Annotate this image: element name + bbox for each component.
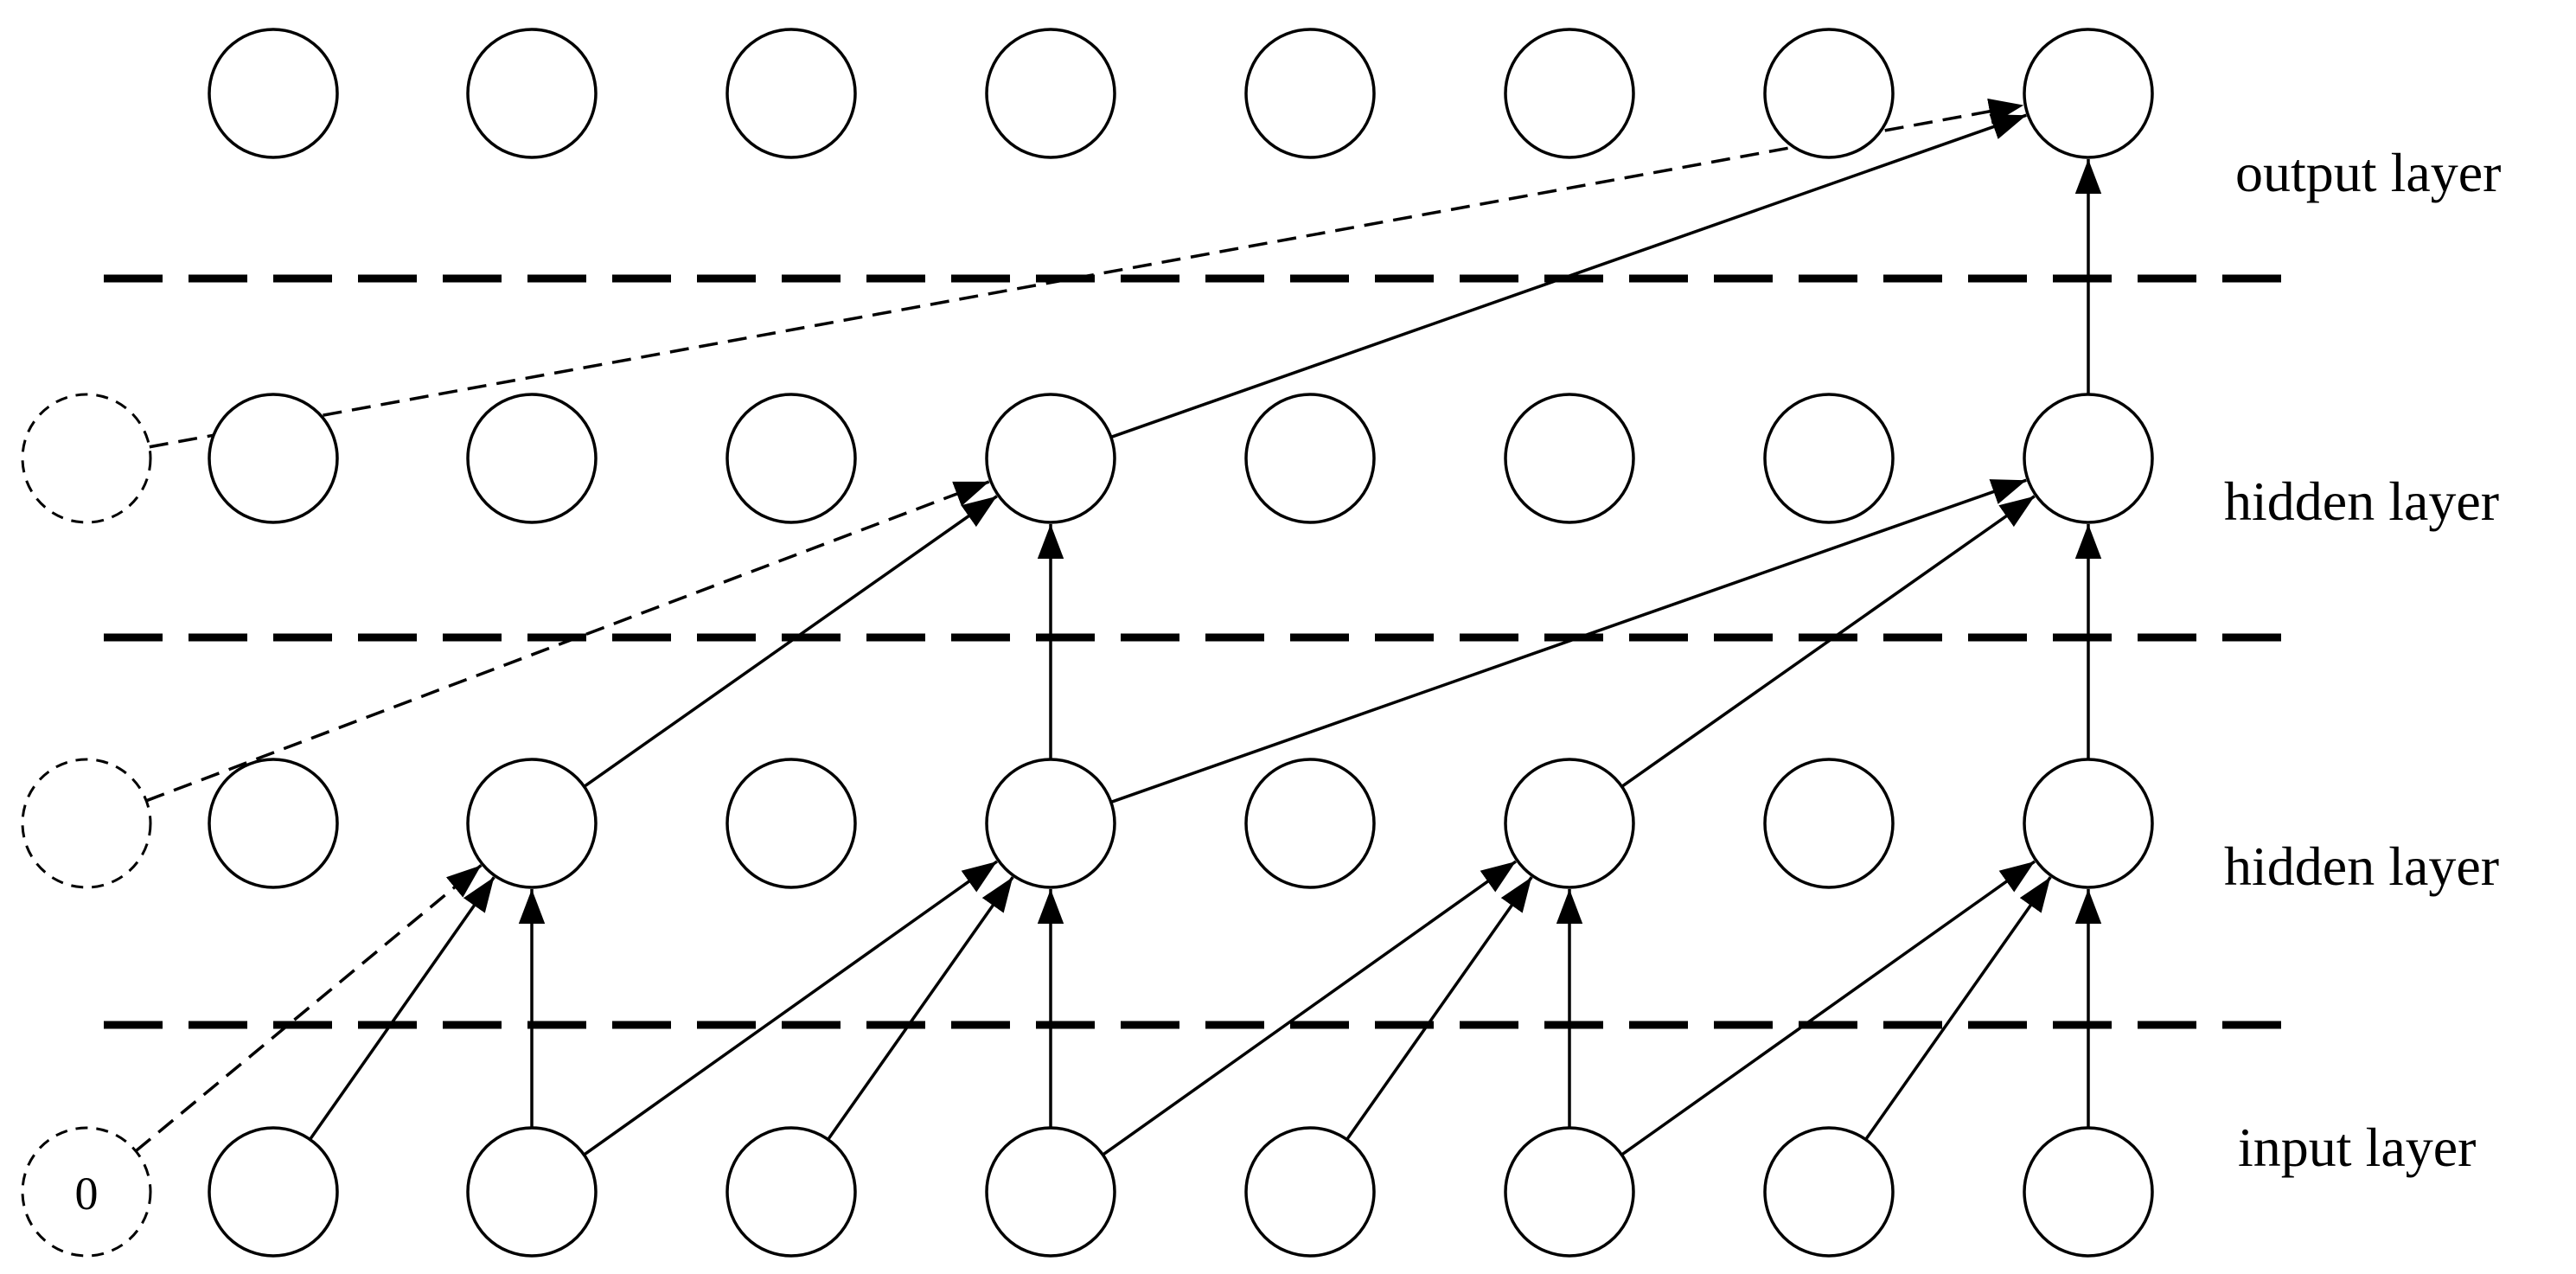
hidden-layer-2-label: hidden layer <box>2224 471 2500 532</box>
hidden1-node <box>208 758 339 889</box>
input-node <box>1763 1126 1895 1258</box>
hidden1-node <box>2023 758 2154 889</box>
output-node <box>1504 28 1635 159</box>
input-node <box>985 1126 1116 1258</box>
connection-arrow <box>1102 860 1518 1156</box>
hidden1-padding-node <box>21 758 152 889</box>
hidden2-node <box>1244 393 1376 524</box>
connection-arrow <box>1620 495 2036 788</box>
input-node <box>1504 1126 1635 1258</box>
connection-arrow <box>309 876 495 1141</box>
hidden2-node <box>466 393 598 524</box>
output-node <box>2023 28 2154 159</box>
input-node <box>1244 1126 1376 1258</box>
hidden2-node <box>1763 393 1895 524</box>
hidden2-padding-node <box>21 393 152 524</box>
input-node <box>725 1126 857 1258</box>
padding-connection-arrow <box>149 98 2024 449</box>
connection-arrow <box>1346 876 1533 1141</box>
input-node <box>466 1126 598 1258</box>
hidden1-node <box>1244 758 1376 889</box>
connection-arrow <box>1864 876 2052 1141</box>
neuron-nodes <box>208 28 2154 1258</box>
padding-connection-arrow <box>134 864 483 1153</box>
padding-nodes: 0 <box>21 393 152 1258</box>
padding-connection-arrow <box>145 480 990 803</box>
hidden1-node <box>466 758 598 889</box>
padding-connection-arrows <box>134 98 2024 1153</box>
output-node <box>1763 28 1895 159</box>
connection-arrow <box>583 495 998 788</box>
hidden2-node <box>725 393 857 524</box>
connection-arrows <box>309 113 2102 1156</box>
connection-arrow <box>1110 113 2027 439</box>
hidden1-node <box>985 758 1116 889</box>
output-node <box>466 28 598 159</box>
output-node <box>985 28 1116 159</box>
layer-separators <box>104 274 2283 1029</box>
connection-arrow <box>1110 478 2027 804</box>
input-node <box>2023 1126 2154 1258</box>
input-padding-node <box>21 1126 152 1258</box>
output-node <box>725 28 857 159</box>
hidden2-node <box>208 393 339 524</box>
hidden1-node <box>1763 758 1895 889</box>
padding-zero-label: 0 <box>75 1168 99 1220</box>
hidden1-node <box>1504 758 1635 889</box>
hidden2-node <box>2023 393 2154 524</box>
output-layer-label: output layer <box>2235 142 2502 203</box>
hidden2-node <box>985 393 1116 524</box>
input-layer-label: input layer <box>2238 1117 2477 1178</box>
output-node <box>1244 28 1376 159</box>
input-node <box>208 1126 339 1258</box>
hidden2-node <box>1504 393 1635 524</box>
connection-arrow <box>1620 860 2036 1156</box>
output-node <box>208 28 339 159</box>
hidden1-node <box>725 758 857 889</box>
connection-arrow <box>583 860 999 1156</box>
connection-arrow <box>827 876 1014 1141</box>
hidden-layer-1-label: hidden layer <box>2224 835 2500 897</box>
